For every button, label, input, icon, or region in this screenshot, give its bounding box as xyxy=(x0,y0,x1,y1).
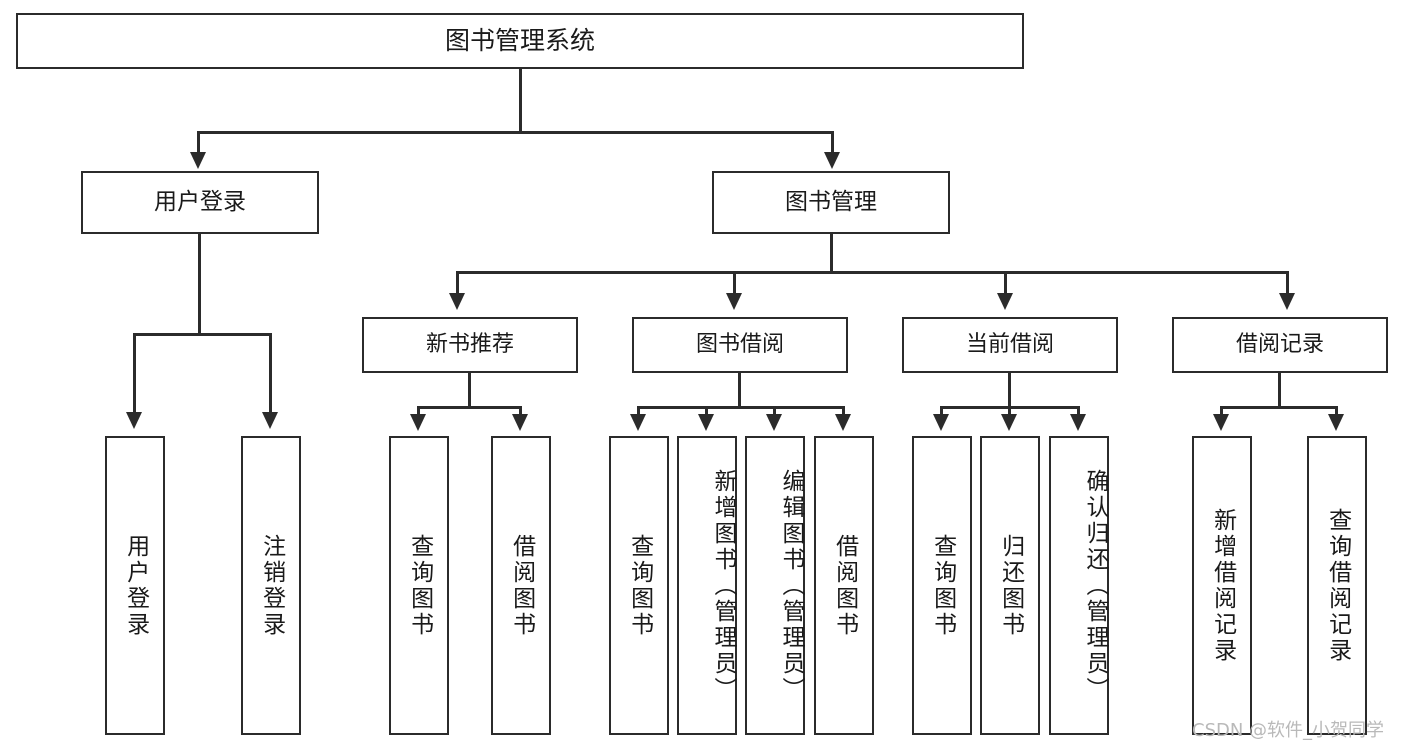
arrow-root-to-user-login xyxy=(190,152,206,169)
connector-current-borrow-stem xyxy=(1008,373,1011,409)
node-label: 查询借阅记录 xyxy=(1324,507,1351,664)
connector-new-book-stem xyxy=(468,373,471,409)
connector-root-bar xyxy=(197,131,834,134)
leaf-borrow-book[interactable]: 借阅图书 xyxy=(814,436,874,735)
connector-book-mgmt-drop-4 xyxy=(1286,271,1289,296)
node-borrow-record[interactable]: 借阅记录 xyxy=(1172,317,1388,373)
arrow-borrow-record-leaf-2 xyxy=(1328,414,1344,431)
leaf-logout[interactable]: 注销登录 xyxy=(241,436,301,735)
connector-root-to-book-mgmt xyxy=(831,131,834,156)
arrow-book-mgmt-to-borrow-record xyxy=(1279,293,1295,310)
connector-book-mgmt-drop-2 xyxy=(733,271,736,296)
connector-current-borrow-drop-2 xyxy=(1008,406,1011,418)
arrow-book-borrow-leaf-3 xyxy=(766,414,782,431)
connector-book-mgmt-drop-1 xyxy=(456,271,459,296)
node-label: 图书管理 xyxy=(785,188,877,215)
arrow-book-borrow-leaf-1 xyxy=(630,414,646,431)
leaf-edit-book-admin[interactable]: 编辑图书（管理员） xyxy=(745,436,805,735)
connector-book-borrow-drop-4 xyxy=(842,406,845,418)
node-label: 图书借阅 xyxy=(695,331,784,357)
node-label: 用户登录 xyxy=(122,533,149,638)
leaf-query-book-new[interactable]: 查询图书 xyxy=(389,436,449,735)
node-label: 新书推荐 xyxy=(425,331,514,357)
connector-borrow-record-stem xyxy=(1278,373,1281,409)
node-book-borrow[interactable]: 图书借阅 xyxy=(632,317,848,373)
connector-book-mgmt-stem xyxy=(830,234,833,274)
connector-new-book-bar xyxy=(417,406,522,409)
node-book-management[interactable]: 图书管理 xyxy=(712,171,950,234)
node-label: 新增借阅记录 xyxy=(1209,507,1236,664)
leaf-query-borrow-record[interactable]: 查询借阅记录 xyxy=(1307,436,1367,735)
leaf-borrow-book-new[interactable]: 借阅图书 xyxy=(491,436,551,735)
node-label: 查询图书 xyxy=(406,533,433,638)
arrow-book-mgmt-to-new-book xyxy=(449,293,465,310)
arrow-root-to-book-mgmt xyxy=(824,152,840,169)
node-label: 图书管理系统 xyxy=(444,26,595,56)
arrow-book-borrow-leaf-2 xyxy=(698,414,714,431)
connector-new-book-drop-2 xyxy=(519,406,522,418)
node-label: 当前借阅 xyxy=(965,331,1054,357)
connector-book-borrow-drop-1 xyxy=(637,406,640,418)
node-label: 用户登录 xyxy=(154,188,246,215)
connector-borrow-record-bar xyxy=(1220,406,1338,409)
connector-root-stem xyxy=(519,69,522,133)
connector-user-login-stem xyxy=(198,234,201,336)
node-label: 借阅图书 xyxy=(508,533,535,638)
arrow-current-borrow-leaf-1 xyxy=(933,414,949,431)
node-root-system[interactable]: 图书管理系统 xyxy=(16,13,1024,69)
node-label: 确认归还（管理员） xyxy=(1082,468,1108,703)
csdn-watermark: CSDN @软件_小贺同学 xyxy=(1192,720,1385,741)
leaf-return-book[interactable]: 归还图书 xyxy=(980,436,1040,735)
node-label: 新增图书（管理员） xyxy=(710,468,736,703)
leaf-user-login[interactable]: 用户登录 xyxy=(105,436,165,735)
connector-book-borrow-drop-2 xyxy=(705,406,708,418)
connector-new-book-drop-1 xyxy=(417,406,420,418)
node-label: 借阅图书 xyxy=(831,533,858,638)
connector-current-borrow-drop-3 xyxy=(1077,406,1080,418)
node-user-login[interactable]: 用户登录 xyxy=(81,171,319,234)
connector-book-borrow-stem xyxy=(738,373,741,409)
connector-user-login-drop-1 xyxy=(133,333,136,415)
node-label: 查询图书 xyxy=(929,533,956,638)
node-current-borrow[interactable]: 当前借阅 xyxy=(902,317,1118,373)
leaf-add-borrow-record[interactable]: 新增借阅记录 xyxy=(1192,436,1252,735)
connector-book-borrow-bar xyxy=(637,406,845,409)
connector-book-mgmt-drop-3 xyxy=(1004,271,1007,296)
arrow-user-login-leaf-2 xyxy=(262,412,278,429)
arrow-current-borrow-leaf-2 xyxy=(1001,414,1017,431)
connector-book-borrow-drop-3 xyxy=(773,406,776,418)
connector-book-mgmt-bar xyxy=(456,271,1289,274)
connector-borrow-record-drop-1 xyxy=(1220,406,1223,418)
arrow-book-borrow-leaf-4 xyxy=(835,414,851,431)
arrow-book-mgmt-to-book-borrow xyxy=(726,293,742,310)
node-label: 借阅记录 xyxy=(1235,331,1324,357)
node-label: 注销登录 xyxy=(258,533,285,638)
arrow-new-book-leaf-2 xyxy=(512,414,528,431)
connector-user-login-drop-2 xyxy=(269,333,272,415)
leaf-add-book-admin[interactable]: 新增图书（管理员） xyxy=(677,436,737,735)
node-label: 归还图书 xyxy=(997,533,1024,638)
connector-root-to-user-login xyxy=(197,131,200,156)
node-new-book-recommend[interactable]: 新书推荐 xyxy=(362,317,578,373)
arrow-borrow-record-leaf-1 xyxy=(1213,414,1229,431)
connector-user-login-bar xyxy=(133,333,271,336)
arrow-current-borrow-leaf-3 xyxy=(1070,414,1086,431)
node-label: 查询图书 xyxy=(626,533,653,638)
leaf-query-book-borrow[interactable]: 查询图书 xyxy=(609,436,669,735)
arrow-book-mgmt-to-current-borrow xyxy=(997,293,1013,310)
connector-borrow-record-drop-2 xyxy=(1335,406,1338,418)
arrow-new-book-leaf-1 xyxy=(410,414,426,431)
leaf-query-book-current[interactable]: 查询图书 xyxy=(912,436,972,735)
arrow-user-login-leaf-1 xyxy=(126,412,142,429)
node-label: 编辑图书（管理员） xyxy=(778,468,804,703)
leaf-confirm-return-admin[interactable]: 确认归还（管理员） xyxy=(1049,436,1109,735)
connector-current-borrow-drop-1 xyxy=(940,406,943,418)
